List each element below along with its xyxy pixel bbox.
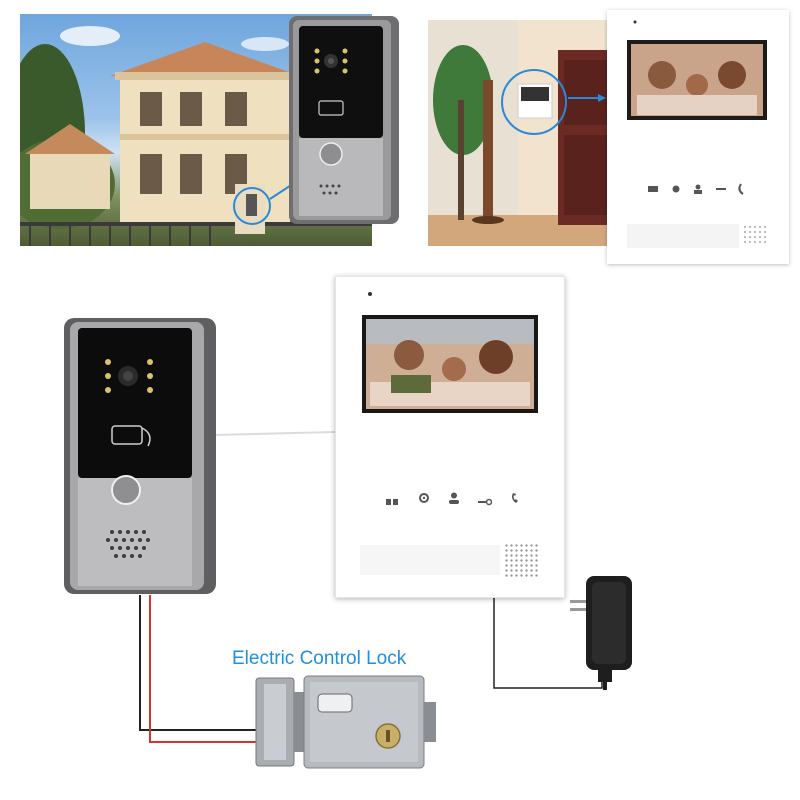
power-adapter (570, 572, 636, 690)
indoor-monitor-closeup (607, 10, 789, 264)
outdoor-panel-closeup (289, 16, 399, 224)
lock-label: Electric Control Lock (232, 648, 407, 669)
speaker-grille (504, 543, 538, 577)
unlock-icon[interactable] (386, 493, 398, 505)
villa-illustration (20, 26, 372, 246)
indoor-monitor (335, 276, 565, 598)
outdoor-door-panel (64, 318, 216, 594)
speaker-grille-decor (360, 545, 500, 575)
electric-lock (252, 672, 442, 772)
settings-icon[interactable] (418, 491, 430, 503)
phone-icon[interactable] (510, 491, 522, 503)
room-scene-photo (428, 20, 778, 246)
user-icon[interactable] (448, 491, 460, 504)
key-icon[interactable] (478, 493, 493, 506)
